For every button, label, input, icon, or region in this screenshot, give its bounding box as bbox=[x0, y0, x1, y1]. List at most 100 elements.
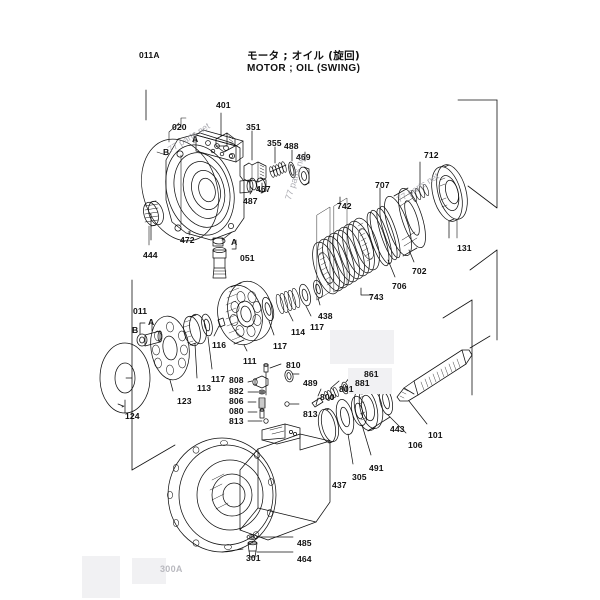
part-806-spring bbox=[247, 397, 266, 409]
callout-491: 491 bbox=[369, 463, 384, 473]
callout-487: 487 bbox=[243, 196, 258, 206]
watermark-block-4 bbox=[132, 558, 166, 584]
part-305-washer bbox=[335, 398, 355, 465]
part-011-fitting bbox=[136, 319, 163, 347]
leader-lines-misc bbox=[148, 219, 458, 246]
part-702-brake-piston bbox=[384, 187, 426, 263]
part-117b-washer bbox=[261, 296, 275, 336]
section-code: 011A bbox=[139, 50, 160, 60]
part-491-seal bbox=[351, 395, 372, 456]
callout-131: 131 bbox=[457, 243, 472, 253]
watermark-block-2 bbox=[348, 368, 392, 394]
callout-011: 011 bbox=[133, 306, 148, 316]
footer-mark: 300A bbox=[160, 564, 183, 574]
callout-489: 489 bbox=[303, 378, 318, 388]
callout-881: 881 bbox=[355, 378, 370, 388]
callout-111: 111 bbox=[243, 356, 257, 366]
callout-485: 485 bbox=[297, 538, 312, 548]
frame-bracket-bottom-right bbox=[442, 299, 473, 396]
part-489-oring bbox=[284, 369, 300, 383]
part-437-snapring-left bbox=[317, 407, 340, 444]
callout-351: 351 bbox=[246, 122, 261, 132]
callout-882: 882 bbox=[229, 386, 244, 396]
callout-467: 467 bbox=[256, 184, 271, 194]
callout-444: 444 bbox=[143, 250, 158, 260]
part-101-drive-shaft bbox=[396, 335, 491, 425]
part-808-plug bbox=[247, 375, 269, 389]
callout-124: 124 bbox=[125, 411, 140, 421]
part-801-spring bbox=[324, 380, 340, 401]
callout-305: 305 bbox=[352, 472, 367, 482]
callout-810: 810 bbox=[286, 360, 301, 370]
part-117c-washer bbox=[299, 283, 312, 317]
callout-B-top: B bbox=[163, 147, 170, 157]
callout-472: 472 bbox=[180, 235, 195, 245]
callout-712: 712 bbox=[424, 150, 439, 160]
callout-437: 437 bbox=[332, 480, 347, 490]
part-113-thrust-plate bbox=[183, 313, 207, 379]
callout-116: 116 bbox=[212, 340, 227, 350]
part-813b-screw bbox=[284, 401, 300, 407]
frame-bracket-mid-right bbox=[469, 249, 498, 341]
watermark-block-1 bbox=[330, 330, 394, 364]
part-743-742-friction-plates bbox=[312, 196, 380, 301]
part-123-swash-plate bbox=[150, 315, 190, 392]
callout-117a: 117 bbox=[211, 374, 226, 384]
part-706-ring bbox=[376, 205, 401, 278]
part-882-oring bbox=[247, 389, 266, 395]
watermark-block-3 bbox=[82, 556, 120, 598]
callout-813b: 813 bbox=[303, 409, 318, 419]
callout-A-011: A bbox=[148, 317, 155, 327]
callout-301: 301 bbox=[246, 553, 261, 563]
part-116-pin bbox=[213, 317, 226, 337]
callout-438: 438 bbox=[318, 311, 333, 321]
callout-806: 806 bbox=[229, 396, 244, 406]
callout-117c: 117 bbox=[310, 322, 325, 332]
part-712-spring bbox=[410, 161, 430, 202]
callout-808: 808 bbox=[229, 375, 244, 385]
part-800-pin bbox=[311, 388, 324, 408]
part-124-disc bbox=[99, 342, 151, 414]
part-401-plug bbox=[215, 112, 236, 153]
part-472-cover-assembly bbox=[141, 129, 254, 247]
callout-114: 114 bbox=[291, 327, 306, 337]
callout-464: 464 bbox=[297, 554, 312, 564]
callout-488: 488 bbox=[284, 141, 299, 151]
callout-861: 861 bbox=[364, 369, 379, 379]
callout-080: 080 bbox=[229, 406, 244, 416]
callout-702: 702 bbox=[412, 266, 427, 276]
part-080-ball bbox=[247, 408, 265, 419]
callout-123: 123 bbox=[177, 396, 192, 406]
callout-A-top: A bbox=[192, 134, 199, 144]
callout-469: 469 bbox=[296, 152, 311, 162]
part-438-ring bbox=[313, 279, 323, 306]
part-469-cap bbox=[298, 151, 310, 186]
callout-801: 801 bbox=[339, 384, 354, 394]
part-351-relief-valve bbox=[243, 130, 267, 183]
callout-A-051: A bbox=[231, 237, 238, 247]
callout-B-011: B bbox=[132, 325, 139, 335]
callout-355: 355 bbox=[267, 138, 282, 148]
callout-706: 706 bbox=[392, 281, 407, 291]
frame-bracket-left bbox=[131, 279, 176, 471]
part-117a-washer bbox=[201, 313, 213, 370]
title-japanese: モータ ; オイル (旋回) bbox=[247, 50, 360, 62]
part-111-cylinder-block bbox=[217, 280, 273, 352]
part-485-washer bbox=[246, 534, 294, 540]
callout-117b: 117 bbox=[273, 341, 288, 351]
leaders-upper-left bbox=[156, 117, 195, 236]
part-813a-screw bbox=[247, 418, 269, 424]
part-464-plug bbox=[247, 540, 294, 558]
callout-813a: 813 bbox=[229, 416, 244, 426]
part-488-oring bbox=[288, 149, 296, 179]
part-131-bearing bbox=[431, 164, 468, 239]
callout-743: 743 bbox=[369, 292, 384, 302]
callout-106: 106 bbox=[408, 440, 423, 450]
callout-051: 051 bbox=[240, 253, 255, 263]
part-810-pin bbox=[263, 363, 282, 396]
callout-401: 401 bbox=[216, 100, 231, 110]
part-444-coupling bbox=[143, 200, 164, 241]
callout-101: 101 bbox=[428, 430, 443, 440]
